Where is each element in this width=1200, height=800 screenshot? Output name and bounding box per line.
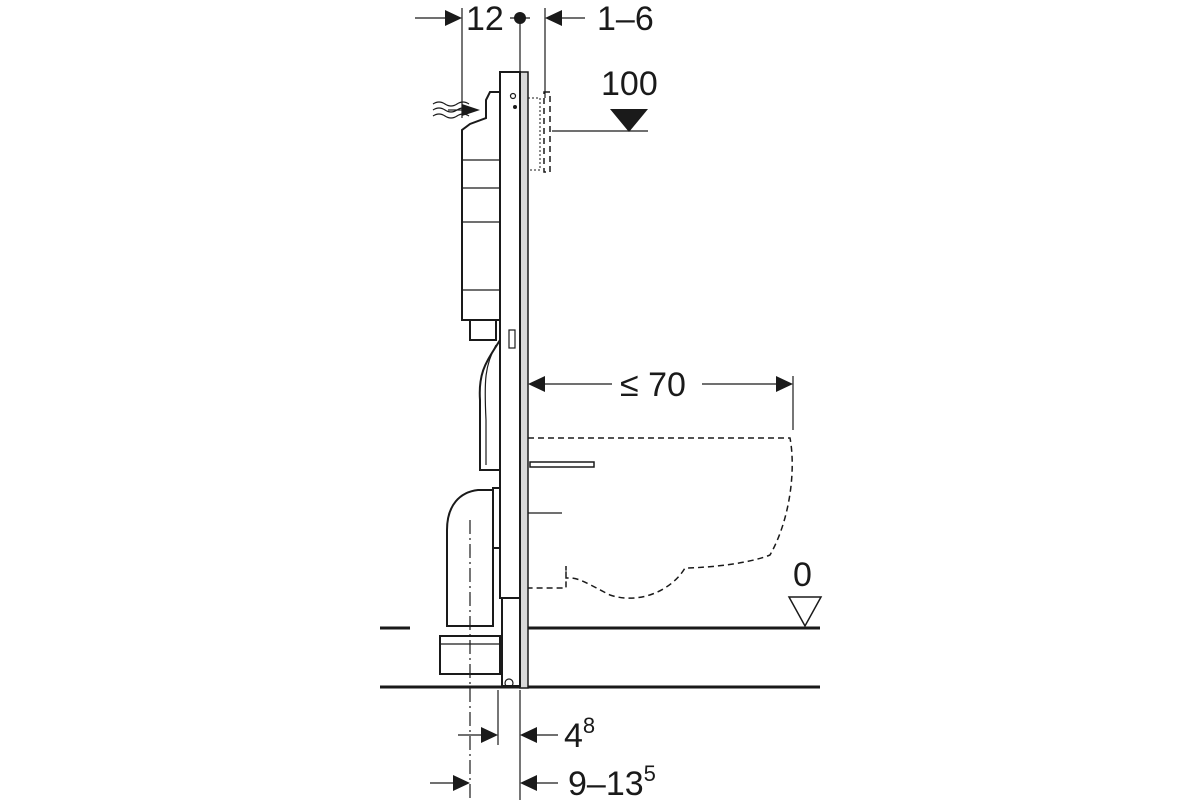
dimension-top <box>415 8 585 118</box>
dim-100-label: 100 <box>601 65 658 103</box>
fixing-bolt <box>528 461 595 514</box>
dim-9-13-5-sup: 5 <box>644 761 656 786</box>
dim-9-13-5-label: 9–135 <box>568 761 656 800</box>
dimension-projection <box>528 376 794 430</box>
dim-9-13-5-base: 9–13 <box>568 765 644 800</box>
installation-frame <box>499 71 529 689</box>
flush-plate <box>527 91 551 173</box>
cistern <box>461 91 501 471</box>
wc-bowl-outline <box>528 437 793 599</box>
dim-4-8-sup: 8 <box>583 713 595 738</box>
dim-12-label: 12 <box>466 0 504 38</box>
dim-4-8-label: 48 <box>564 713 595 755</box>
dim-70-label: ≤ 70 <box>620 366 686 404</box>
dim-0-label: 0 <box>793 556 812 594</box>
dim-1-6-label: 1–6 <box>597 0 654 38</box>
level-100-marker <box>552 109 648 132</box>
drain-bend <box>439 487 501 800</box>
level-0-marker <box>787 596 823 628</box>
floor-lines <box>380 626 820 689</box>
dim-4-8-base: 4 <box>564 717 583 755</box>
dimension-bottom <box>430 690 558 800</box>
